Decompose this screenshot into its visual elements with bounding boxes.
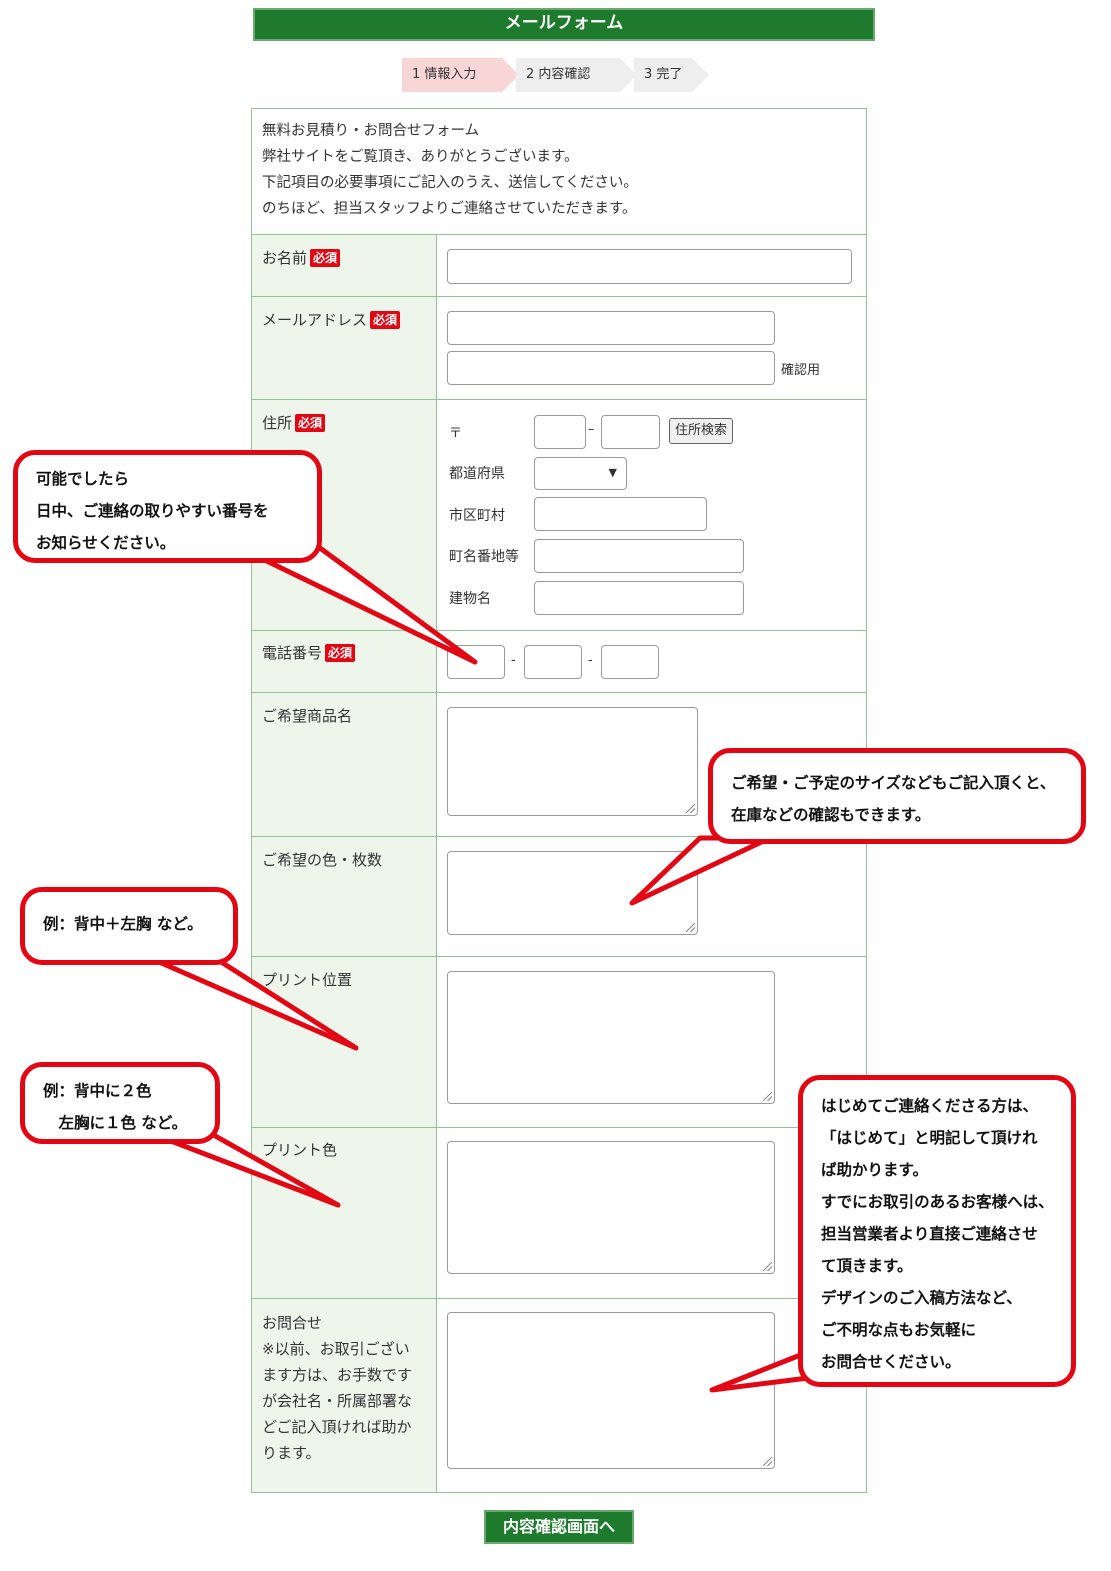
confirm-button[interactable]: 内容確認画面へ <box>484 1510 634 1544</box>
email-label-text: メールアドレス <box>262 311 368 329</box>
postal-mark: 〒 <box>449 426 463 441</box>
callout-line: 日中、ご連絡の取りやすい番号を <box>36 502 269 520</box>
intro-text: 無料お見積り・お問合せフォーム 弊社サイトをご覧頂き、ありがとうございます。 下… <box>262 118 638 222</box>
required-badge: 必須 <box>310 249 341 267</box>
email-confirm-input[interactable] <box>447 351 775 385</box>
name-label-text: お名前 <box>262 249 308 267</box>
print-position-textarea[interactable] <box>447 971 775 1104</box>
name-input[interactable] <box>447 249 852 284</box>
building-input[interactable] <box>534 581 744 615</box>
print-position-label: プリント位置 <box>262 971 353 989</box>
step-2-confirm: 2 内容確認 <box>516 58 637 92</box>
intro-line: 下記項目の必要事項にご記入のうえ、送信してください。 <box>262 175 638 191</box>
inquiry-note-line: どご記入頂ければ助か <box>262 1418 412 1436</box>
phone-sep: - <box>511 653 516 668</box>
form-title: メールフォーム <box>253 8 875 41</box>
callout-line: ば助かります。 <box>821 1161 928 1179</box>
email-label: メールアドレス必須 <box>262 310 401 330</box>
inquiry-note-line: ※以前、お取引ござい <box>262 1340 410 1358</box>
product-label-cell <box>251 692 437 837</box>
address-label: 住所必須 <box>262 413 326 433</box>
callout-line: 在庫などの確認もできます。 <box>731 806 931 824</box>
required-badge: 必須 <box>370 311 401 329</box>
resize-grip-icon[interactable] <box>686 804 695 813</box>
email-confirm-note: 確認用 <box>781 363 821 378</box>
callout-line: はじめてご連絡くださる方は、 <box>821 1097 1039 1115</box>
inquiry-label-cell <box>251 1298 437 1493</box>
callout-line: 例：背中に２色 <box>43 1082 152 1100</box>
name-label: お名前必須 <box>262 248 341 268</box>
address-label-text: 住所 <box>262 414 293 432</box>
print-color-label-cell <box>251 1127 437 1299</box>
chevron-down-icon: ▼ <box>608 466 617 479</box>
callout-tail-size <box>629 835 773 906</box>
resize-grip-icon[interactable] <box>763 1092 772 1101</box>
intro-line: 無料お見積り・お問合せフォーム <box>262 123 480 139</box>
callout-position: 例：背中＋左胸 など。 <box>20 887 238 965</box>
prefecture-select[interactable]: ▼ <box>534 457 627 490</box>
callout-line: 可能でしたら <box>36 470 130 488</box>
step-3-complete: 3 完了 <box>634 58 709 92</box>
phone-3-input[interactable] <box>601 645 659 679</box>
print-color-textarea[interactable] <box>447 1141 775 1274</box>
callout-line: お知らせください。 <box>36 534 176 552</box>
postal-search-button[interactable]: 住所検索 <box>669 418 733 444</box>
intro-line: のちほど、担当スタッフよりご連絡させていただきます。 <box>262 201 637 217</box>
callout-line: 担当営業者より直接ご連絡させ <box>821 1225 1038 1243</box>
city-label: 市区町村 <box>449 508 505 524</box>
step-1-input: 1 情報入力 <box>402 58 519 92</box>
callout-tail-phone <box>237 545 478 665</box>
prefecture-label: 都道府県 <box>449 466 505 482</box>
color-qty-label-cell <box>251 836 437 957</box>
callout-tail-position <box>147 955 359 1051</box>
callout-phone: 可能でしたら 日中、ご連絡の取りやすい番号を お知らせください。 <box>13 450 322 563</box>
callout-color: 例：背中に２色 左胸に１色 など。 <box>20 1062 220 1144</box>
callout-size: ご希望・ご予定のサイズなどもご記入頂くと、 在庫などの確認もできます。 <box>708 748 1086 844</box>
required-badge: 必須 <box>325 644 356 662</box>
phone-2-input[interactable] <box>524 645 582 679</box>
resize-grip-icon[interactable] <box>763 1457 772 1466</box>
callout-line: て頂きます。 <box>821 1257 913 1275</box>
callout-line: ご不明な点もお気軽に <box>821 1321 977 1339</box>
inquiry-note-line: ります。 <box>262 1444 321 1462</box>
resize-grip-icon[interactable] <box>763 1262 772 1271</box>
street-label: 町名番地等 <box>449 549 519 565</box>
postal-code-1-input[interactable] <box>534 415 586 449</box>
street-input[interactable] <box>534 539 744 573</box>
inquiry-note-line: ます方は、お手数です <box>262 1366 413 1384</box>
inquiry-label-text: お問合せ <box>262 1314 323 1332</box>
callout-inquiry: はじめてご連絡くださる方は、 「はじめて」と明記して頂けれ ば助かります。 すで… <box>798 1075 1076 1387</box>
intro-line: 弊社サイトをご覧頂き、ありがとうございます。 <box>262 149 579 165</box>
callout-line: 「はじめて」と明記して頂けれ <box>821 1129 1038 1147</box>
building-label: 建物名 <box>449 591 491 607</box>
city-input[interactable] <box>534 497 707 531</box>
email-input[interactable] <box>447 311 775 345</box>
inquiry-label: お問合せ ※以前、お取引ござい ます方は、お手数です が会社名・所属部署な どご… <box>262 1310 412 1466</box>
print-color-label: プリント色 <box>262 1141 338 1159</box>
color-qty-label: ご希望の色・枚数 <box>262 851 383 869</box>
callout-line: デザインのご入稿方法など、 <box>821 1289 1022 1307</box>
inquiry-note-line: が会社名・所属部署な <box>262 1392 413 1410</box>
callout-line: 例：背中＋左胸 など。 <box>43 915 203 933</box>
phone-sep: - <box>588 653 593 668</box>
callout-line: すでにお取引のあるお客様へは、 <box>821 1193 1054 1211</box>
required-badge: 必須 <box>295 414 326 432</box>
product-textarea[interactable] <box>447 707 698 816</box>
callout-tail-inquiry <box>709 1349 811 1393</box>
callout-line: ご希望・ご予定のサイズなどもご記入頂くと、 <box>731 774 1056 792</box>
postal-dash: – <box>588 422 595 437</box>
postal-code-2-input[interactable] <box>601 415 660 449</box>
phone-label: 電話番号必須 <box>262 643 356 663</box>
callout-line: お問合せください。 <box>821 1353 961 1371</box>
callout-line: 左胸に１色 など。 <box>43 1114 188 1132</box>
phone-label-text: 電話番号 <box>262 644 323 662</box>
product-label: ご希望商品名 <box>262 707 353 725</box>
email-label-cell <box>251 296 437 400</box>
resize-grip-icon[interactable] <box>686 923 695 932</box>
